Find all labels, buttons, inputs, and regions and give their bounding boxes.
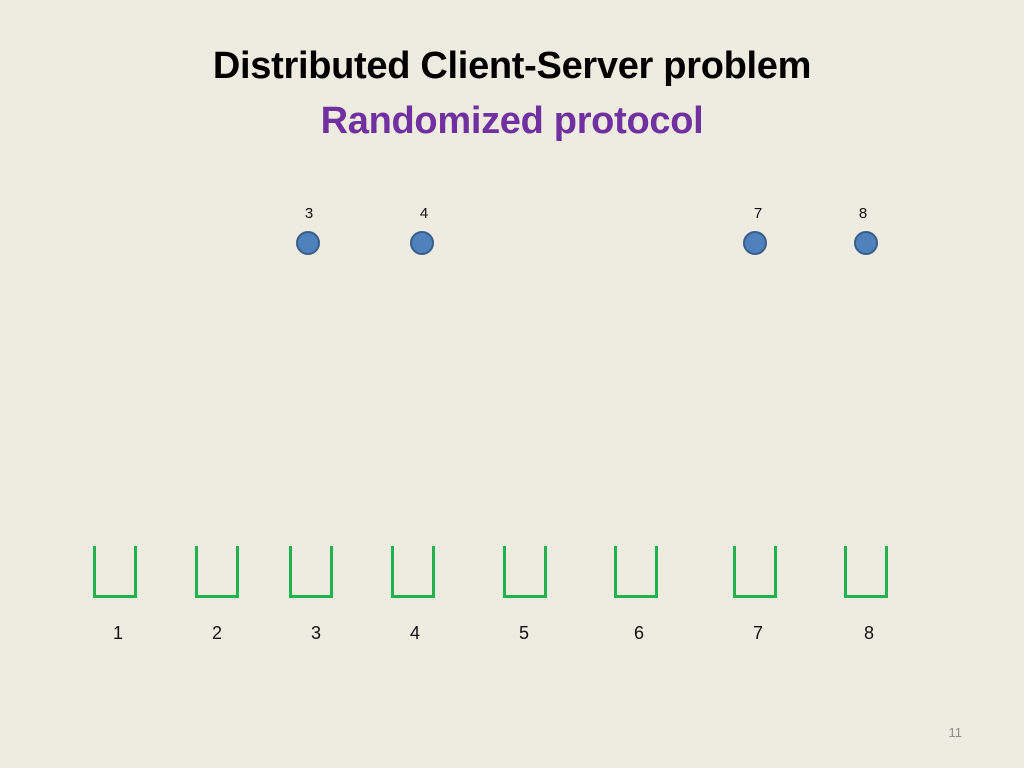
client-label: 4 — [419, 205, 429, 222]
server-label: 3 — [310, 623, 321, 643]
server-label: 1 — [112, 623, 123, 643]
client-label: 7 — [753, 205, 763, 222]
server-label: 4 — [409, 623, 420, 643]
server-label: 8 — [863, 623, 874, 643]
server-bin-icon — [195, 546, 239, 598]
client-dot-icon — [410, 231, 434, 255]
server-label: 5 — [518, 623, 529, 643]
client-dot-icon — [854, 231, 878, 255]
server-label: 2 — [211, 623, 222, 643]
server-bin-icon — [93, 546, 137, 598]
client-dot-icon — [296, 231, 320, 255]
page-number: 11 — [948, 725, 963, 740]
server-bin-icon — [503, 546, 547, 598]
server-bin-icon — [844, 546, 888, 598]
server-bin-icon — [614, 546, 658, 598]
server-label: 6 — [633, 623, 644, 643]
server-label: 7 — [752, 623, 763, 643]
client-label: 8 — [858, 205, 868, 222]
server-bin-icon — [391, 546, 435, 598]
server-bin-icon — [289, 546, 333, 598]
slide-subtitle: Randomized protocol — [320, 100, 704, 142]
client-label: 3 — [304, 205, 314, 222]
client-dot-icon — [743, 231, 767, 255]
slide-title: Distributed Client-Server problem — [212, 45, 812, 87]
server-bin-icon — [733, 546, 777, 598]
